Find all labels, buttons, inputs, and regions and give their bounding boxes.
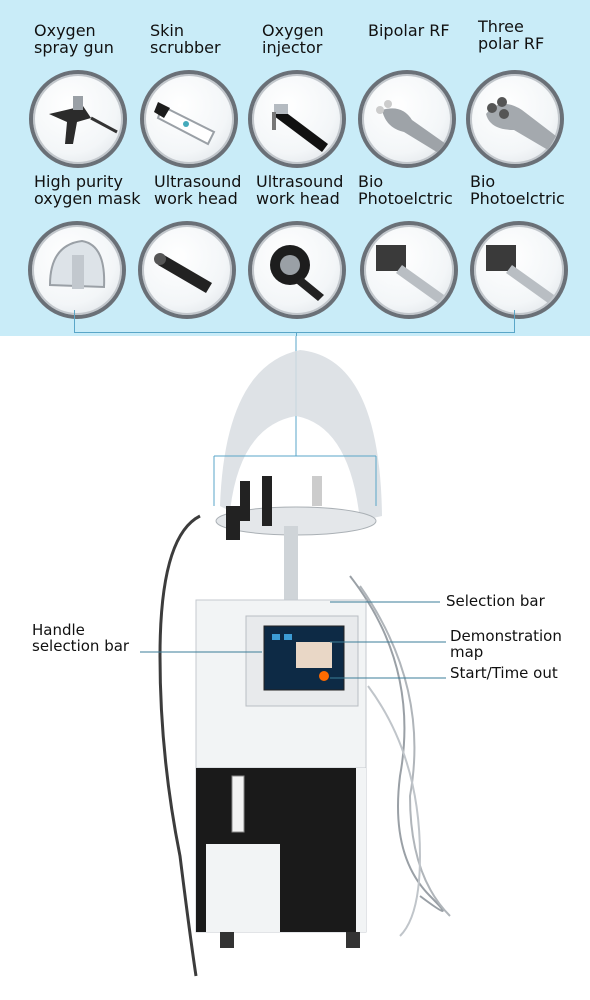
lower-white-panel (206, 844, 280, 932)
accessory-label: Oxygen spray gun (34, 21, 114, 57)
accessory-oxygen-mask: High purity oxygen mask (28, 173, 140, 333)
ultrasound-head-icon (248, 221, 346, 319)
wheel (220, 932, 234, 948)
callout-handle-selection-bar: Handle selection bar (32, 621, 130, 655)
accessory-label: Three polar RF (478, 17, 545, 53)
accessory-label: High purity oxygen mask (34, 172, 141, 208)
accessory-skin-scrubber: Skin scrubber (140, 22, 250, 182)
ultrasound-head-icon (138, 221, 236, 319)
handpiece (240, 481, 250, 521)
accessory-panel: Oxygen spray gun Skin scrubber Oxygen in… (0, 0, 590, 336)
accessory-bio-photoelectric-1: Bio Photoelctric (358, 173, 458, 333)
beauty-machine (140, 336, 451, 977)
accessory-three-polar-rf: Three polar RF (466, 18, 578, 178)
handpiece (312, 476, 322, 506)
handpiece (226, 506, 240, 540)
accessory-label: Bipolar RF (368, 21, 450, 40)
accessory-label: Bio Photoelctric (358, 172, 453, 208)
oxygen-spray-gun-icon (29, 70, 127, 168)
start-button[interactable] (319, 671, 329, 681)
callout-selection-bar: Selection bar (446, 592, 545, 610)
cable (158, 514, 201, 977)
accessory-label: Oxygen injector (262, 21, 324, 57)
accessory-label: Ultrasound work head (154, 172, 242, 208)
three-polar-rf-icon (466, 70, 564, 168)
accessory-oxygen-injector: Oxygen injector (248, 22, 362, 182)
accessory-oxygen-spray-gun: Oxygen spray gun (29, 22, 134, 182)
oxygen-mask-icon (28, 221, 126, 319)
connector-left (74, 310, 75, 332)
accessory-bipolar-rf: Bipolar RF (358, 22, 468, 182)
wheel (346, 932, 360, 948)
machine-pole (284, 526, 298, 601)
oxygen-dome (220, 350, 382, 521)
connector-right (514, 310, 515, 332)
callout-start-time-out: Start/Time out (450, 664, 558, 682)
connector-drop (296, 332, 297, 336)
accessory-label: Ultrasound work head (256, 172, 344, 208)
connector-bar (74, 332, 515, 333)
accessory-bio-photoelectric-2: Bio Photoelctric (470, 173, 570, 333)
bipolar-rf-icon (358, 70, 456, 168)
bio-photoelectric-icon (360, 221, 458, 319)
bio-photoelectric-icon (470, 221, 568, 319)
accessory-ultrasound-head-2: Ultrasound work head (248, 173, 356, 333)
demonstration-map (296, 642, 332, 668)
callout-demonstration-map: Demonstration map (450, 627, 562, 661)
skin-scrubber-icon (140, 70, 238, 168)
flow-meter (231, 775, 245, 833)
accessory-label: Bio Photoelctric (470, 172, 565, 208)
handpiece (262, 476, 272, 526)
oxygen-injector-icon (248, 70, 346, 168)
accessory-ultrasound-head-1: Ultrasound work head (138, 173, 254, 333)
accessory-label: Skin scrubber (150, 21, 221, 57)
